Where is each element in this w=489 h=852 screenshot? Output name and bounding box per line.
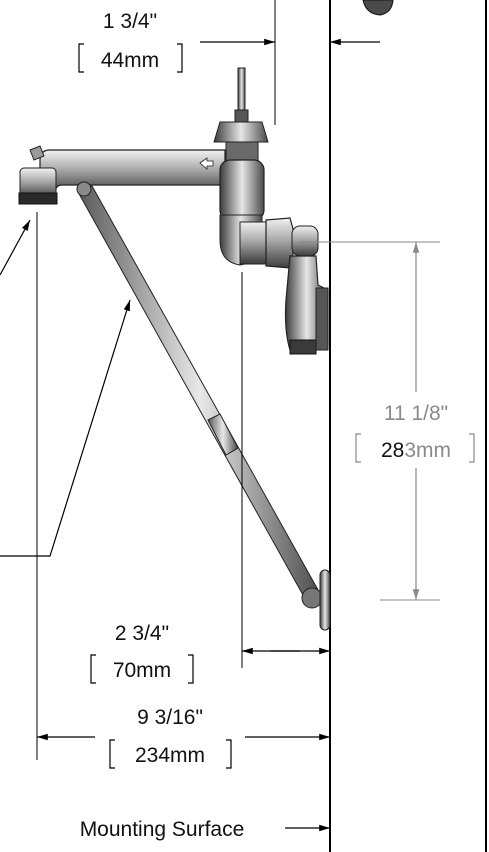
wall-bracket-plate — [315, 287, 329, 351]
dim-offset-metric: 70mm — [113, 659, 171, 682]
dim-right-metric-prefix: 28 — [381, 439, 404, 462]
valve-body — [219, 159, 265, 221]
dim-right-imperial: 11 1/8" — [384, 402, 448, 425]
mounting-surface-label: Mounting Surface — [80, 818, 245, 841]
dim-offset-bracket-right — [188, 654, 194, 684]
valve-bonnet — [213, 121, 269, 143]
valve-nut — [225, 141, 259, 163]
dim-top-metric: 44mm — [101, 49, 159, 72]
dim-overall-bracket-right — [226, 739, 232, 769]
union-hex-nut — [265, 217, 297, 269]
spout-outlet-thread — [18, 192, 58, 205]
rod-wall-flange — [319, 569, 331, 631]
dim-top-bracket-right — [177, 43, 183, 73]
dim-offset-bracket-left — [90, 654, 96, 684]
spout-vent-nub — [29, 145, 45, 161]
flow-arrow-mark — [199, 157, 214, 170]
rod-top-pin — [76, 181, 92, 197]
dim-right-bracket-right — [469, 433, 475, 463]
dim-right-metric: 283mm — [381, 439, 451, 462]
dim-overall-imperial: 9 3/16" — [137, 706, 203, 729]
dim-overall-bracket-left — [109, 739, 115, 769]
union-elbow — [291, 225, 319, 257]
faucet-assembly — [18, 67, 331, 631]
dim-overall-metric: 234mm — [135, 744, 205, 767]
dim-right-bracket-left — [355, 433, 361, 463]
rod-bottom-clamp — [301, 587, 323, 609]
top-partial-object — [362, 0, 394, 16]
dim-top-imperial: 1 3/4" — [103, 10, 157, 33]
dim-top-bracket-left — [78, 43, 84, 73]
dim-offset-imperial: 2 3/4" — [115, 622, 169, 645]
leader-line-rod — [0, 299, 131, 557]
dim-right-metric-suffix: 3mm — [404, 439, 451, 462]
rod-joint — [207, 413, 239, 456]
leader-line-outlet — [0, 219, 31, 276]
wall-bracket-base — [289, 339, 317, 355]
spout-pipe — [39, 149, 226, 195]
